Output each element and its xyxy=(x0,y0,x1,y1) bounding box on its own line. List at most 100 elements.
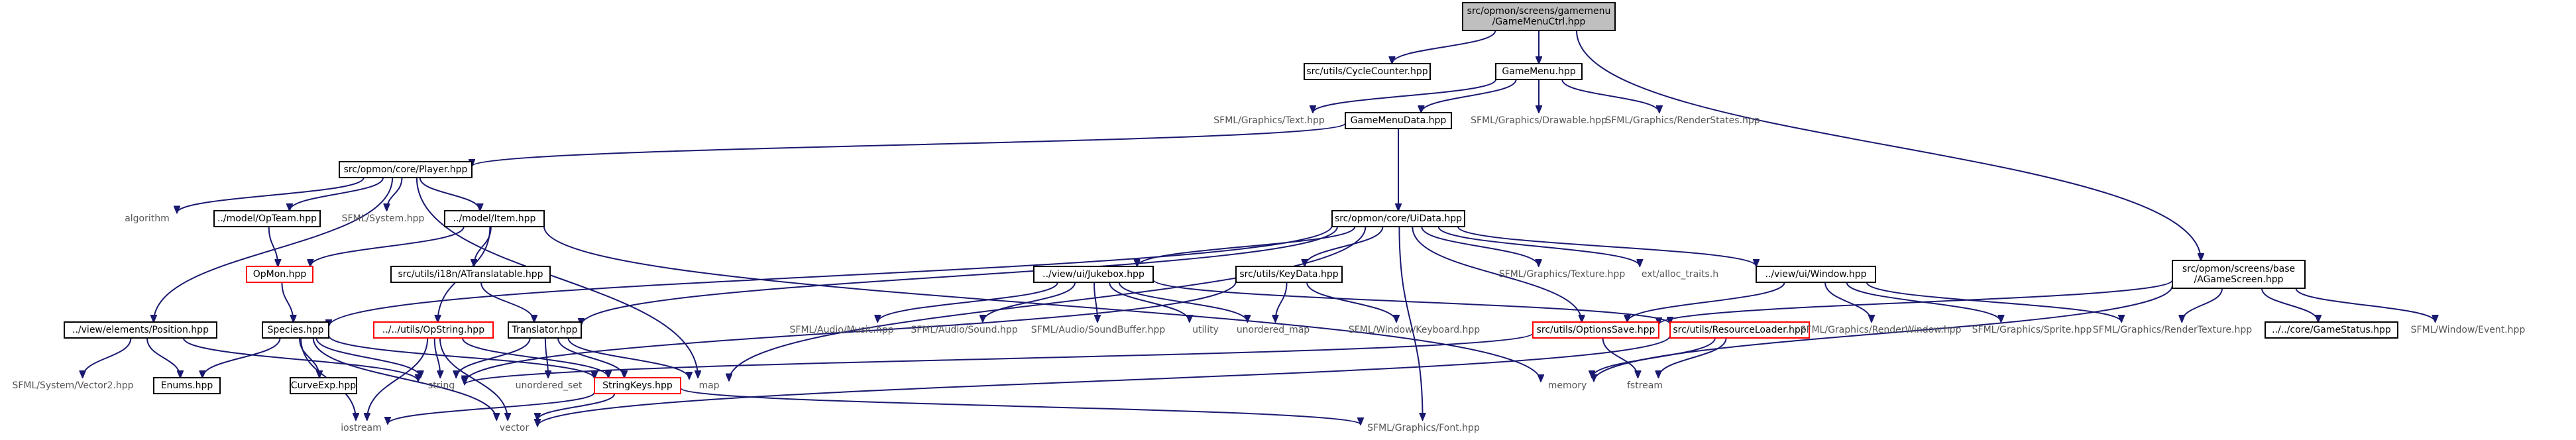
node-label-sfml_soundbuffer: SFML/Audio/SoundBuffer.hpp xyxy=(1031,325,1166,335)
node-memory: memory xyxy=(1548,380,1587,391)
node-label-jukebox: ../view/ui/Jukebox.hpp xyxy=(1042,269,1145,280)
edge-player-to-algorithm xyxy=(177,177,364,213)
node-label-sfml_sound: SFML/Audio/Sound.hpp xyxy=(911,325,1017,335)
edge-agamescreen-to-optionssave xyxy=(1659,279,2173,325)
edge-atranslatable-to-translator xyxy=(480,282,534,322)
node-sfml_keyboard: SFML/Window/Keyboard.hpp xyxy=(1349,325,1480,335)
edge-uidata-to-window xyxy=(1457,226,1756,266)
edge-opstring-to-stringkeys xyxy=(462,337,608,378)
edge-player-to-item xyxy=(419,177,480,211)
node-string: string xyxy=(428,380,455,391)
node-label-keydata: src/utils/KeyData.hpp xyxy=(1239,269,1338,280)
node-player[interactable]: src/opmon/core/Player.hpp xyxy=(339,161,473,178)
edge-player-to-position xyxy=(154,177,394,322)
node-gamestatus[interactable]: ../../core/GameStatus.hpp xyxy=(2265,321,2398,339)
edge-opstring-to-iostream xyxy=(367,337,429,420)
node-optionssave[interactable]: src/utils/OptionsSave.hpp xyxy=(1532,321,1659,339)
edge-uidata-to-map xyxy=(729,226,1367,381)
node-cyclecounter[interactable]: src/utils/CycleCounter.hpp xyxy=(1304,63,1431,80)
edge-uidata-to-alloc_traits xyxy=(1437,226,1640,266)
node-opteam[interactable]: ../model/OpTeam.hpp xyxy=(213,210,321,227)
edge-resourceloader-to-memory xyxy=(1592,337,1716,378)
edge-gamemenu-to-sfml_renderstates xyxy=(1561,79,1659,113)
node-gamemenudata[interactable]: GameMenuData.hpp xyxy=(1345,112,1452,129)
node-label-sfml_sprite: SFML/Graphics/Sprite.hpp xyxy=(1972,325,2092,335)
node-jukebox[interactable]: ../view/ui/Jukebox.hpp xyxy=(1033,266,1154,283)
node-box-jukebox xyxy=(1033,266,1154,283)
node-fstream: fstream xyxy=(1627,380,1663,391)
node-sfml_soundbuffer: SFML/Audio/SoundBuffer.hpp xyxy=(1031,325,1166,335)
node-enums[interactable]: Enums.hpp xyxy=(153,377,221,394)
node-opmon[interactable]: OpMon.hpp xyxy=(246,266,313,283)
edges-layer xyxy=(83,30,2436,426)
node-species[interactable]: Species.hpp xyxy=(262,321,329,339)
node-label-gamestatus: ../../core/GameStatus.hpp xyxy=(2272,325,2391,335)
node-box-opstring xyxy=(373,321,494,339)
node-sfml_sprite: SFML/Graphics/Sprite.hpp xyxy=(1972,325,2092,335)
node-agamescreen[interactable]: src/opmon/screens/base/AGameScreen.hpp xyxy=(2172,260,2306,289)
node-label-sfml_renderstates: SFML/Graphics/RenderStates.hpp xyxy=(1605,115,1760,126)
node-opstring[interactable]: ../../utils/OpString.hpp xyxy=(373,321,494,339)
node-label-sfml_system: SFML/System.hpp xyxy=(342,213,425,224)
node-box-cyclecounter xyxy=(1304,63,1431,80)
node-label-sfml_texture: SFML/Graphics/Texture.hpp xyxy=(1499,269,1626,280)
edge-position-to-string xyxy=(182,337,418,382)
node-label-resourceloader: src/utils/ResourceLoader.hpp xyxy=(1673,325,1806,335)
node-label-agamescreen: /AGameScreen.hpp xyxy=(2194,274,2284,285)
node-item[interactable]: ../model/Item.hpp xyxy=(444,210,545,227)
edge-translator-to-stringkeys xyxy=(557,337,624,378)
node-gamemenu[interactable]: GameMenu.hpp xyxy=(1495,63,1583,80)
edge-uidata-to-sfml_texture xyxy=(1421,226,1538,266)
node-label-string: string xyxy=(428,380,455,391)
node-label-root: /GameMenuCtrl.hpp xyxy=(1492,17,1586,27)
node-map: map xyxy=(699,380,719,391)
node-label-window: ../view/ui/Window.hpp xyxy=(1765,269,1866,280)
node-curveexp[interactable]: CurveExp.hpp xyxy=(290,377,357,394)
node-algorithm: algorithm xyxy=(125,213,170,224)
edge-resourceloader-to-fstream xyxy=(1658,337,1727,378)
node-label-sfml_renderwindow: SFML/Graphics/RenderWindow.hpp xyxy=(1801,325,1962,335)
node-alloc_traits: ext/alloc_traits.h xyxy=(1642,269,1718,280)
node-label-player: src/opmon/core/Player.hpp xyxy=(344,164,468,175)
edge-window-to-optionssave xyxy=(1627,282,1785,322)
node-label-item: ../model/Item.hpp xyxy=(453,213,536,224)
edge-gamemenudata-to-player xyxy=(472,123,1346,166)
node-label-fstream: fstream xyxy=(1627,380,1663,391)
node-sfml_texture: SFML/Graphics/Texture.hpp xyxy=(1499,269,1626,280)
node-atranslatable[interactable]: src/utils/i18n/ATranslatable.hpp xyxy=(390,266,551,283)
edge-opteam-to-opmon xyxy=(268,226,278,266)
node-box-uidata xyxy=(1331,210,1465,227)
node-box-curveexp xyxy=(290,377,357,394)
node-box-item xyxy=(444,210,545,227)
node-root[interactable]: src/opmon/screens/gamemenu/GameMenuCtrl.… xyxy=(1462,2,1616,31)
node-translator[interactable]: Translator.hpp xyxy=(508,321,582,339)
node-window[interactable]: ../view/ui/Window.hpp xyxy=(1756,266,1876,283)
node-box-stringkeys xyxy=(594,377,681,394)
edge-uidata-to-translator xyxy=(581,226,1338,325)
node-stringkeys[interactable]: StringKeys.hpp xyxy=(594,377,681,394)
node-box-gamemenudata xyxy=(1345,112,1452,129)
node-sfml_font: SFML/Graphics/Font.hpp xyxy=(1367,423,1480,433)
node-keydata[interactable]: src/utils/KeyData.hpp xyxy=(1235,266,1343,283)
node-label-sfml_font: SFML/Graphics/Font.hpp xyxy=(1367,423,1480,433)
edge-translator-to-unordered_set xyxy=(544,337,548,378)
node-label-sfml_text: SFML/Graphics/Text.hpp xyxy=(1213,115,1325,126)
node-box-position xyxy=(64,321,217,339)
node-box-atranslatable xyxy=(390,266,551,283)
edge-uidata-to-species xyxy=(329,225,1333,327)
edge-position-to-sfml_vector2 xyxy=(83,337,132,378)
edge-gamemenu-to-sfml_text xyxy=(1313,79,1496,113)
edge-optionssave-to-fstream xyxy=(1602,337,1638,378)
edge-player-to-map xyxy=(416,177,698,378)
edge-resourceloader-to-vector xyxy=(537,335,1671,426)
edge-window-to-sfml_rendertexture xyxy=(1866,282,2121,322)
node-label-stringkeys: StringKeys.hpp xyxy=(602,380,673,391)
node-sfml_renderstates: SFML/Graphics/RenderStates.hpp xyxy=(1605,115,1760,126)
node-position[interactable]: ../view/elements/Position.hpp xyxy=(64,321,217,339)
node-resourceloader[interactable]: src/utils/ResourceLoader.hpp xyxy=(1669,321,1810,339)
node-label-uidata: src/opmon/core/UiData.hpp xyxy=(1335,213,1462,224)
node-sfml_event: SFML/Window/Event.hpp xyxy=(2411,325,2526,335)
node-box-player xyxy=(339,161,473,178)
node-uidata[interactable]: src/opmon/core/UiData.hpp xyxy=(1331,210,1465,227)
node-box-opteam xyxy=(213,210,321,227)
